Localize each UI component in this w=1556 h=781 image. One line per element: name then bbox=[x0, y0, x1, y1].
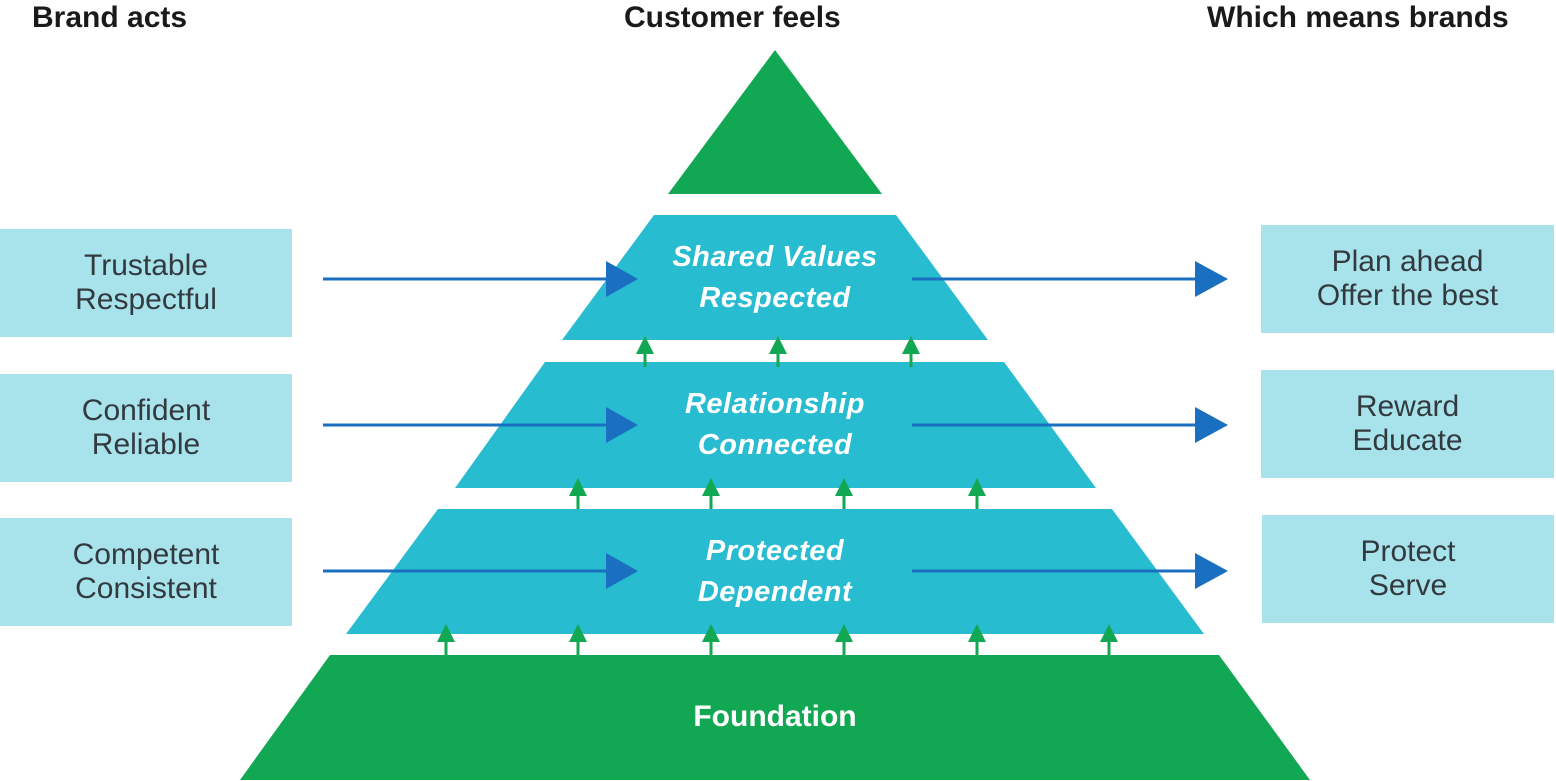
green-up-arrow bbox=[835, 624, 853, 655]
brand-means-box-3: Protect Serve bbox=[1262, 515, 1554, 623]
pyramid-tier-relationship bbox=[455, 362, 1096, 488]
green-up-arrow bbox=[968, 478, 986, 509]
blue-arrow-out-1 bbox=[912, 261, 1228, 297]
header-customer-feels: Customer feels bbox=[624, 1, 841, 34]
brand-means-line: Reward bbox=[1355, 390, 1460, 423]
green-up-arrow bbox=[569, 624, 587, 655]
tier-label-line: Relationship bbox=[684, 388, 865, 420]
brand-means-box-1: Plan ahead Offer the best bbox=[1261, 225, 1554, 333]
brand-means-line: Serve bbox=[1368, 569, 1448, 602]
brand-means-line: Offer the best bbox=[1316, 279, 1499, 312]
green-up-arrow bbox=[835, 478, 853, 509]
blue-arrow-in-1 bbox=[323, 261, 638, 297]
green-up-arrow bbox=[437, 624, 455, 655]
header-brand-acts: Brand acts bbox=[32, 1, 188, 34]
tier-label-protected: Protected Dependent bbox=[560, 531, 990, 613]
blue-arrow-in-2 bbox=[323, 407, 638, 443]
tier-label-line: Protected bbox=[705, 535, 845, 567]
green-up-arrows-row-3 bbox=[636, 336, 920, 367]
green-up-arrows-row-1 bbox=[437, 624, 1118, 655]
blue-arrows-in bbox=[323, 261, 638, 589]
green-up-arrows-row-2 bbox=[569, 478, 986, 509]
blue-arrows-out bbox=[912, 261, 1228, 589]
brand-means-line: Protect bbox=[1360, 535, 1456, 568]
brand-acts-line: Confident bbox=[81, 394, 211, 427]
header-which-means-brands: Which means brands bbox=[1207, 1, 1509, 34]
brand-acts-line: Competent bbox=[72, 538, 220, 571]
green-up-arrow bbox=[968, 624, 986, 655]
brand-means-line: Educate bbox=[1352, 424, 1463, 457]
tier-label-line: Respected bbox=[699, 282, 851, 314]
tier-label-line: Connected bbox=[697, 429, 853, 461]
brand-acts-line: Reliable bbox=[91, 428, 201, 461]
brand-means-box-2: Reward Educate bbox=[1261, 370, 1554, 478]
blue-arrow-out-2 bbox=[912, 407, 1228, 443]
pyramid-tier-protected bbox=[346, 509, 1204, 634]
green-up-arrow bbox=[769, 336, 787, 367]
green-up-arrow bbox=[636, 336, 654, 367]
brand-acts-line: Trustable bbox=[84, 249, 208, 282]
green-up-arrow bbox=[569, 478, 587, 509]
foundation-label: Foundation bbox=[693, 700, 857, 733]
brand-acts-box-3: Competent Consistent bbox=[0, 518, 292, 626]
tier-label-relationship: Relationship Connected bbox=[560, 384, 990, 466]
brand-acts-line: Respectful bbox=[75, 283, 217, 316]
tier-label-line: Shared Values bbox=[672, 241, 878, 273]
tier-label-line: Dependent bbox=[697, 576, 853, 608]
brand-means-line: Plan ahead bbox=[1331, 245, 1484, 278]
brand-acts-line: Consistent bbox=[75, 572, 217, 605]
green-up-arrow bbox=[902, 336, 920, 367]
brand-acts-box-1: Trustable Respectful bbox=[0, 229, 292, 337]
blue-arrow-in-3 bbox=[323, 553, 638, 589]
green-up-arrow bbox=[702, 624, 720, 655]
blue-arrow-out-3 bbox=[912, 553, 1228, 589]
green-up-arrow bbox=[702, 478, 720, 509]
pyramid-peak bbox=[668, 50, 882, 194]
green-up-arrow bbox=[1100, 624, 1118, 655]
brand-acts-box-2: Confident Reliable bbox=[0, 374, 292, 482]
tier-label-shared-values: Shared Values Respected bbox=[560, 237, 990, 319]
pyramid-tier-shared-values bbox=[562, 215, 988, 340]
pyramid-foundation bbox=[240, 655, 1310, 780]
